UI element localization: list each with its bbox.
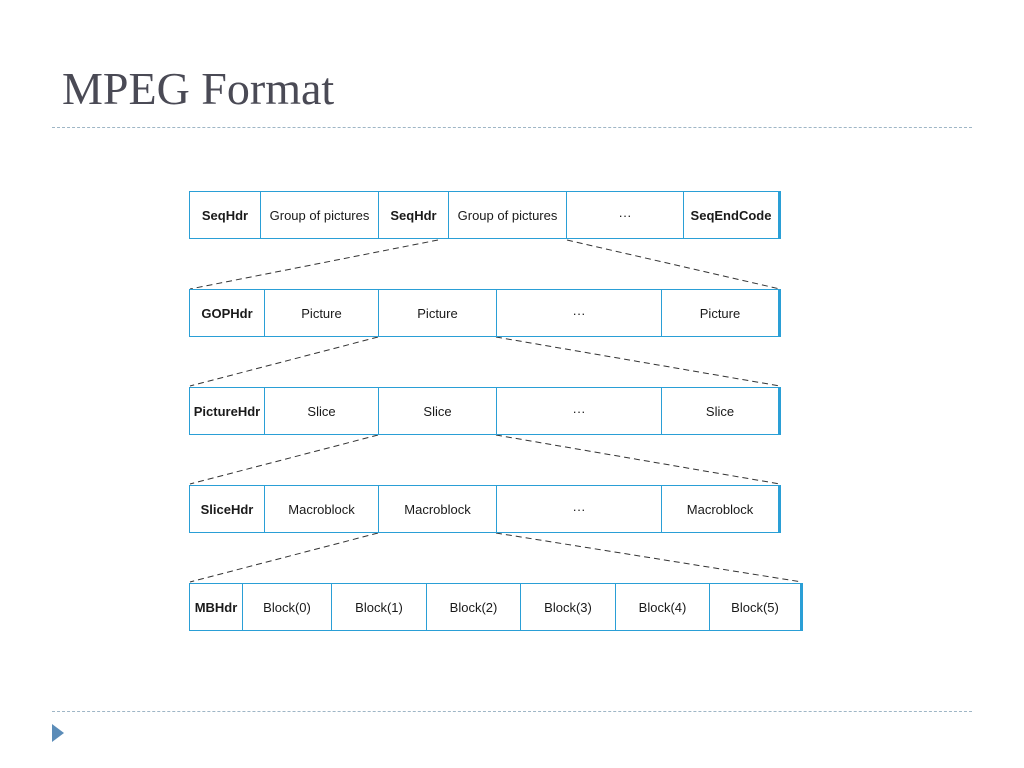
cell: SeqEndCode bbox=[690, 207, 772, 223]
cell: Macroblock bbox=[686, 501, 754, 517]
cell: Picture bbox=[699, 305, 741, 321]
picture-row: PictureHdr Slice Slice ··· Slice bbox=[189, 387, 781, 435]
cell: SeqHdr bbox=[190, 192, 261, 238]
cell: SeqHdr bbox=[379, 192, 449, 238]
cell: SliceHdr bbox=[190, 486, 265, 532]
cell: MBHdr bbox=[190, 584, 243, 630]
cell: Macroblock bbox=[265, 486, 379, 532]
slide-title: MPEG Format bbox=[62, 63, 335, 114]
expansion-line bbox=[189, 532, 379, 583]
slice-row: SliceHdr Macroblock Macroblock ··· Macro… bbox=[189, 485, 781, 533]
expansion-line bbox=[566, 239, 781, 290]
cell: Block(4) bbox=[616, 584, 710, 630]
expansion-line bbox=[495, 434, 781, 485]
cell: ··· bbox=[497, 388, 662, 434]
gop-row: GOPHdr Picture Picture ··· Picture bbox=[189, 289, 781, 337]
cell: Picture bbox=[265, 290, 379, 336]
cell: Slice bbox=[705, 403, 735, 419]
cell: ··· bbox=[497, 486, 662, 532]
expansion-line bbox=[189, 239, 439, 290]
expansion-line bbox=[189, 336, 379, 387]
expansion-line bbox=[495, 336, 781, 387]
cell: Slice bbox=[379, 388, 497, 434]
cell: Macroblock bbox=[379, 486, 497, 532]
cell: Picture bbox=[379, 290, 497, 336]
cell: Block(2) bbox=[427, 584, 521, 630]
cell: PictureHdr bbox=[190, 388, 265, 434]
title-divider bbox=[52, 127, 972, 128]
cell: Block(5) bbox=[731, 599, 779, 615]
cell: GOPHdr bbox=[190, 290, 265, 336]
expansion-line bbox=[495, 532, 803, 583]
cell: Block(0) bbox=[243, 584, 332, 630]
expansion-line bbox=[189, 434, 379, 485]
sequence-row: SeqHdr Group of pictures SeqHdr Group of… bbox=[189, 191, 781, 239]
footer-divider bbox=[52, 711, 972, 712]
triangle-bullet-icon bbox=[52, 724, 64, 742]
cell: Group of pictures bbox=[449, 192, 567, 238]
cell: ··· bbox=[497, 290, 662, 336]
cell: Slice bbox=[265, 388, 379, 434]
cell: Block(1) bbox=[332, 584, 427, 630]
cell: Group of pictures bbox=[261, 192, 379, 238]
macroblock-row: MBHdr Block(0) Block(1) Block(2) Block(3… bbox=[189, 583, 803, 631]
cell: ··· bbox=[567, 192, 684, 238]
cell: Block(3) bbox=[521, 584, 616, 630]
